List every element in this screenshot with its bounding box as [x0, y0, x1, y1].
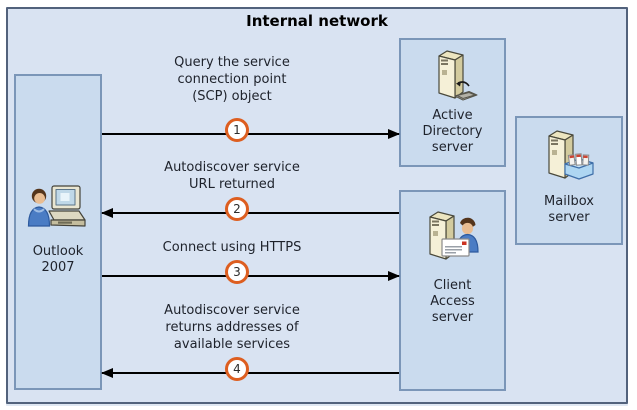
arrow-step-1 — [102, 129, 400, 139]
node-client-access-server: Client Access server — [399, 190, 506, 391]
server-with-keyboard-icon — [437, 50, 477, 101]
arrowhead-right-icon — [388, 271, 400, 281]
step-4-badge: 4 — [225, 357, 249, 381]
server-with-user-and-envelope-icon — [428, 211, 479, 260]
step-3-label: Connect using HTTPS — [162, 240, 302, 255]
server-with-mail-crate-icon — [548, 130, 594, 180]
step-1-badge: 1 — [225, 118, 249, 142]
node-outlook-label: Outlook 2007 — [32, 244, 84, 275]
node-outlook-2007: Outlook 2007 — [14, 74, 102, 390]
step-4-label: Autodiscover service returns addresses o… — [164, 303, 300, 352]
arrowhead-left-icon — [101, 368, 113, 378]
node-mailbox-server: Mailbox server — [515, 116, 623, 245]
node-mailbox-label: Mailbox server — [544, 194, 594, 225]
arrow-step-2 — [101, 208, 399, 218]
step-2-badge: 2 — [225, 197, 249, 221]
node-client-access-label: Client Access server — [430, 278, 475, 325]
node-active-directory-server: Active Directory server — [399, 38, 506, 167]
node-active-directory-label: Active Directory server — [422, 108, 483, 155]
step-3-badge: 3 — [225, 260, 249, 284]
diagram-title: Internal network — [246, 12, 388, 30]
arrow-step-4 — [101, 368, 399, 378]
step-2-label: Autodiscover service URL returned — [164, 160, 300, 192]
arrowhead-left-icon — [101, 208, 113, 218]
arrow-step-3 — [102, 271, 400, 281]
user-and-computer-icon — [27, 185, 86, 227]
step-1-label: Query the service connection point (SCP)… — [174, 55, 290, 104]
arrowhead-right-icon — [388, 129, 400, 139]
